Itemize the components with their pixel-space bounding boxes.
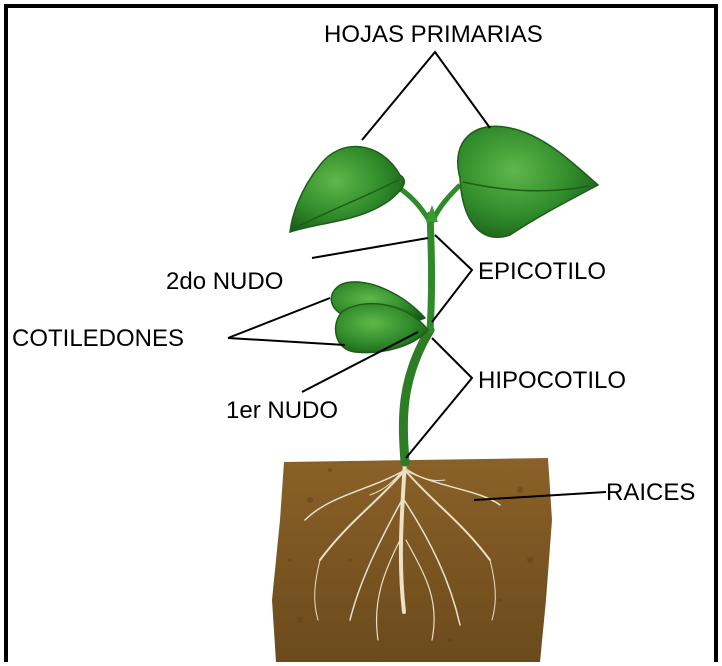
leaf-petiole-right (432, 185, 460, 222)
stem-hypocotyl (403, 330, 430, 462)
leader-second-node (312, 238, 428, 258)
label-epicotyl: EPICOTILO (478, 258, 606, 285)
soil-block (272, 458, 552, 662)
label-primary-leaves: HOJAS PRIMARIAS (324, 21, 543, 48)
stem-epicotyl (430, 215, 432, 330)
label-roots: RAICES (606, 479, 695, 506)
primary-leaf-left (290, 147, 404, 232)
leader-epicotyl (432, 235, 472, 322)
label-second-node: 2do NUDO (166, 268, 283, 295)
leader-primary-leaves (362, 52, 490, 140)
label-first-node: 1er NUDO (226, 397, 338, 424)
leader-cotyledons (228, 298, 345, 345)
label-cotyledons: COTILEDONES (12, 325, 184, 352)
label-hypocotyl: HIPOCOTILO (478, 367, 626, 394)
primary-leaf-right (458, 126, 598, 237)
